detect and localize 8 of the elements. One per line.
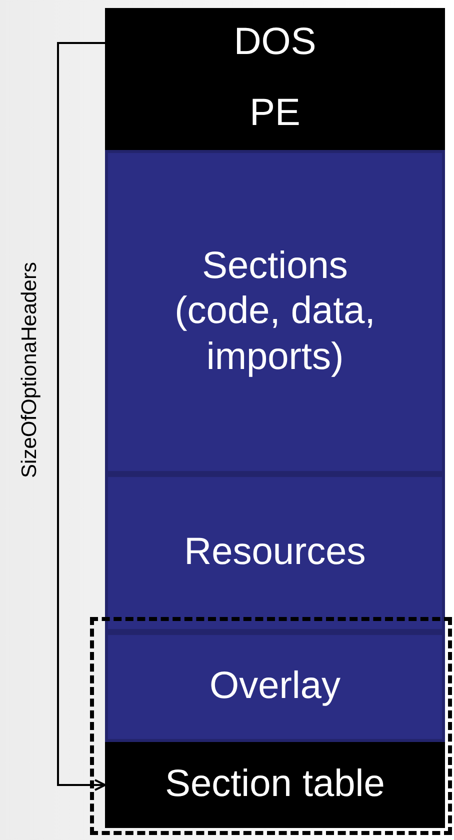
arrow xyxy=(57,42,106,791)
edge-label: SizeOfOptionaHeaders xyxy=(18,262,42,478)
header-block: PE xyxy=(105,78,445,150)
section-block: Resources xyxy=(105,474,445,632)
section-block: Overlay xyxy=(105,632,445,742)
header-block: DOS xyxy=(105,8,445,78)
header-block: Section table xyxy=(105,742,445,828)
section-block: Sections (code, data, imports) xyxy=(105,150,445,474)
